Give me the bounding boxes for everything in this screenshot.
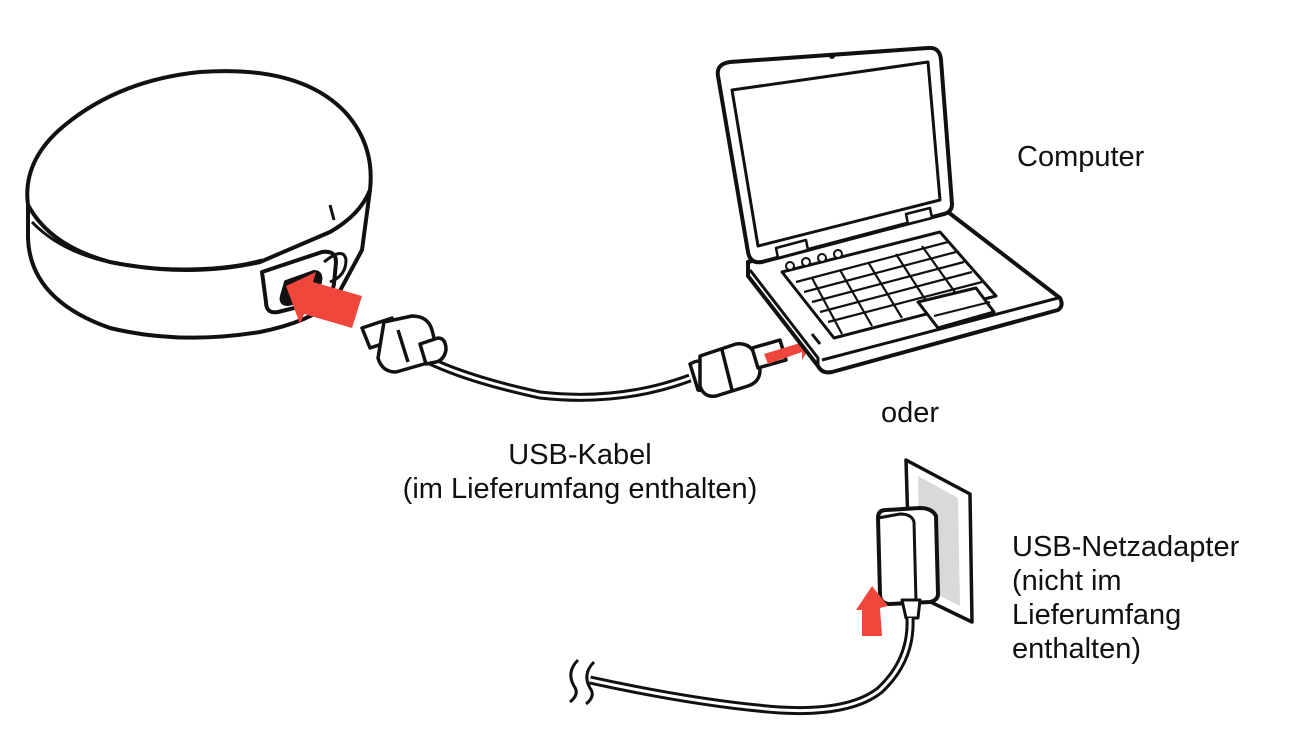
laptop-icon: [715, 45, 1064, 375]
usb-adapter-label-line1: USB-Netzadapter: [1012, 531, 1240, 563]
usb-cable-label-line1: USB-Kabel: [508, 439, 652, 471]
insert-arrow-icon: [286, 272, 362, 328]
usb-cable-label: USB-Kabel (im Lieferumfang enthalten): [380, 438, 780, 506]
charging-case-icon: [25, 69, 373, 340]
usb-c-cable-icon: [360, 314, 788, 402]
computer-label: Computer: [1017, 141, 1145, 173]
usb-cable-label-line2: (im Lieferumfang enthalten): [402, 473, 758, 505]
insert-arrow-icon: [856, 586, 888, 636]
usb-power-adapter-icon: [569, 506, 940, 716]
usb-adapter-label-line4: enthalten): [1012, 633, 1141, 665]
usb-adapter-label-line3: Lieferumfang: [1012, 599, 1182, 631]
oder-label: oder: [881, 397, 940, 429]
usb-adapter-label: USB-Netzadapter (nicht im Lieferumfang e…: [1012, 530, 1239, 666]
usb-adapter-label-line2: (nicht im: [1012, 565, 1122, 597]
